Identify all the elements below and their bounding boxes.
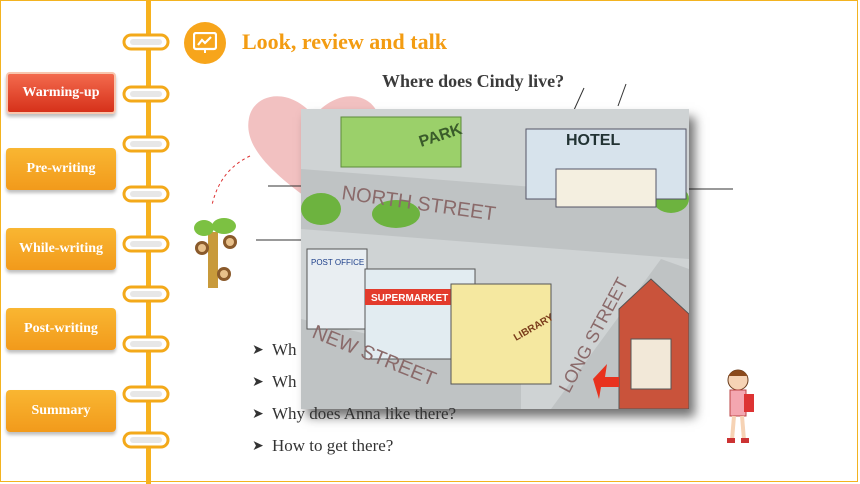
nav-label: Summary xyxy=(31,403,91,418)
city-map-image: PARK HOTEL NORTH STREET POST OFFICE SUPE… xyxy=(301,109,689,409)
binder-ring xyxy=(122,334,170,354)
binder-ring xyxy=(122,184,170,204)
binder-ring xyxy=(122,234,170,254)
nav-label: Pre-writing xyxy=(26,161,96,176)
hotel-sign: HOTEL xyxy=(566,132,620,149)
list-item: ➤ Why does Anna like there? xyxy=(252,398,456,430)
supermarket-sign: SUPERMARKET xyxy=(371,293,448,304)
question-list: ➤ Wh ➤ Wh ➤ Why does Anna like there? ➤ … xyxy=(252,334,456,462)
nav-label: Post-writing xyxy=(24,321,98,336)
binder-ring xyxy=(122,430,170,450)
binder-ring xyxy=(122,32,170,52)
arrow-bullet-icon: ➤ xyxy=(252,342,264,358)
question-text: Why does Anna like there? xyxy=(272,404,457,423)
question-text: Wh xyxy=(272,372,297,391)
binder-ring xyxy=(122,384,170,404)
question-text: How to get there? xyxy=(272,436,394,455)
binder-ring xyxy=(122,134,170,154)
main-question: Where does Cindy live? xyxy=(382,71,565,91)
binder-ring xyxy=(122,84,170,104)
question-text: Wh xyxy=(272,340,297,359)
girl-illustration xyxy=(727,369,754,443)
arrow-bullet-icon: ➤ xyxy=(252,438,264,454)
post-office-sign: POST OFFICE xyxy=(311,258,364,267)
list-item: ➤ Wh xyxy=(252,334,456,366)
binder-ring xyxy=(122,284,170,304)
nav-while-writing[interactable]: While-writing xyxy=(6,228,116,270)
nav-label: Warming-up xyxy=(22,85,100,100)
nav-pre-writing[interactable]: Pre-writing xyxy=(6,148,116,190)
list-item: ➤ Wh xyxy=(252,366,456,398)
nav-warming-up[interactable]: Warming-up xyxy=(6,72,116,114)
list-item: ➤ How to get there? xyxy=(252,430,456,462)
page-title: Look, review and talk xyxy=(242,29,447,54)
arrow-bullet-icon: ➤ xyxy=(252,374,264,390)
nav-summary[interactable]: Summary xyxy=(6,390,116,432)
arrow-bullet-icon: ➤ xyxy=(252,406,264,422)
nav-label: While-writing xyxy=(19,241,103,256)
nav-post-writing[interactable]: Post-writing xyxy=(6,308,116,350)
monkey-tree-illustration xyxy=(194,218,237,288)
chart-icon xyxy=(184,22,226,64)
